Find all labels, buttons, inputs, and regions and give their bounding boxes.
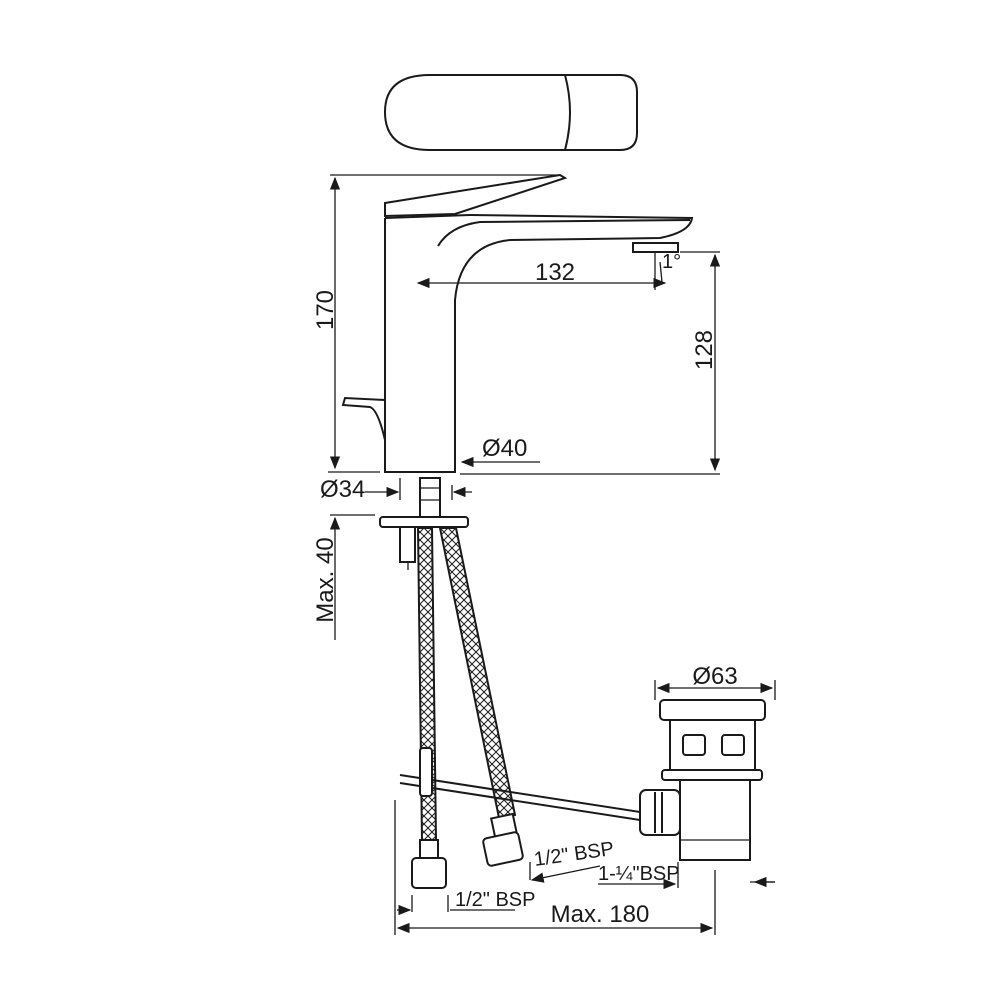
dimension-d34: Ø34	[320, 476, 472, 503]
dimension-132: 132 1°	[416, 251, 681, 290]
mounting-assembly	[379, 477, 469, 570]
dim-max180-label: Max. 180	[551, 901, 650, 928]
dim-bsp-waste-label: 1-¼"BSP	[598, 863, 680, 885]
bottom-dimensions: Max. 180 1/2" BSP 1/2" BSP 1-¼"BSP	[394, 800, 775, 935]
dimension-170: 170	[312, 174, 560, 473]
dim-bsp2-label: 1/2" BSP	[455, 889, 535, 911]
waste-drain: Ø63	[639, 663, 776, 861]
dim-angle-label: 1°	[662, 251, 681, 273]
popup-rod	[399, 747, 641, 821]
dim-d34-label: Ø34	[320, 476, 365, 503]
dimension-d40: Ø40	[460, 435, 540, 468]
dim-128-label: 128	[691, 330, 718, 370]
dimension-128: 128	[460, 251, 721, 475]
hoses	[411, 527, 524, 889]
dimension-max40: Max. 40	[312, 514, 375, 640]
dim-170-label: 170	[312, 290, 339, 330]
dim-132-label: 132	[535, 259, 575, 286]
faucet-side-view	[341, 173, 694, 473]
dim-d40-label: Ø40	[482, 435, 527, 462]
dim-d63-label: Ø63	[692, 663, 737, 690]
lever-top-view	[383, 74, 638, 151]
dim-max40-label: Max. 40	[312, 537, 339, 622]
